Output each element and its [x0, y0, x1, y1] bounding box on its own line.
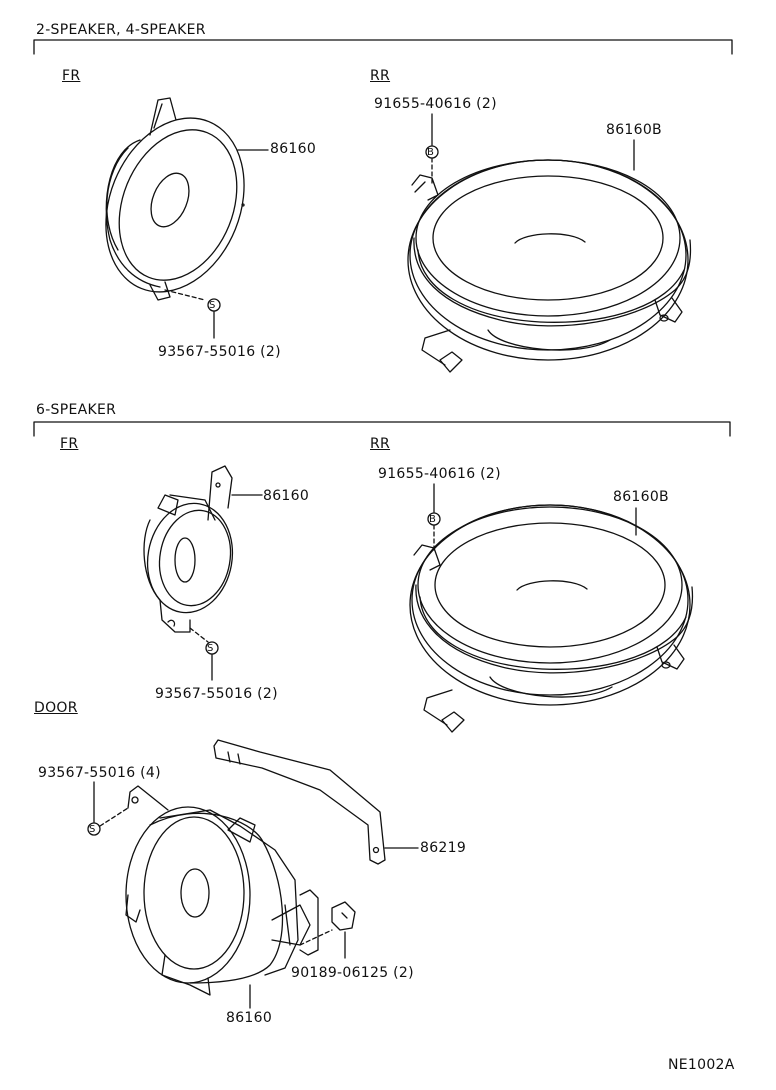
fr-speaker-top-leaders — [207, 149, 269, 339]
screw-symbol-fr-top: S — [209, 300, 216, 311]
part-number-fr-screw-top: 93567-55016 (2) — [158, 344, 281, 360]
part-number-rr-speaker-middle: 86160B — [613, 489, 669, 505]
label-rr-top: RR — [370, 68, 391, 84]
section-title-6-speaker: 6-SPEAKER — [36, 402, 117, 418]
label-fr-top: FR — [62, 68, 81, 84]
part-number-door-speaker: 86160 — [226, 1010, 273, 1026]
part-number-door-clip: 90189-06125 (2) — [291, 965, 414, 981]
screw-symbol-door: S — [89, 824, 96, 835]
part-number-fr-screw-middle: 93567-55016 (2) — [155, 686, 278, 702]
part-number-door-bracket: 86219 — [420, 840, 467, 856]
rr-speaker-middle-drawing — [409, 504, 694, 733]
figure-code: NE1002A — [668, 1057, 735, 1073]
rr-speaker-top-drawing — [407, 159, 692, 373]
section-bracket-top — [33, 39, 733, 55]
door-bracket-drawing — [213, 739, 386, 865]
door-speaker-drawing — [125, 785, 356, 996]
part-number-fr-speaker-middle: 86160 — [263, 488, 310, 504]
part-number-fr-speaker-top: 86160 — [270, 141, 317, 157]
rr-speaker-top-leaders — [425, 113, 635, 186]
part-number-door-screw: 93567-55016 (4) — [38, 765, 161, 781]
section-bracket-middle — [33, 421, 731, 437]
rr-speaker-middle-leaders — [427, 483, 637, 553]
part-number-rr-bolt-middle: 91655-40616 (2) — [378, 466, 501, 482]
bolt-symbol-rr-top: B — [427, 147, 435, 158]
part-number-rr-speaker-top: 86160B — [606, 122, 662, 138]
label-fr-middle: FR — [60, 436, 79, 452]
screw-symbol-fr-middle: S — [207, 643, 214, 654]
label-rr-middle: RR — [370, 436, 391, 452]
bolt-symbol-rr-middle: B — [429, 514, 437, 525]
fr-speaker-middle-drawing — [143, 465, 234, 633]
label-door: DOOR — [34, 700, 78, 716]
door-leaders — [87, 781, 419, 1009]
part-number-rr-bolt-top: 91655-40616 (2) — [374, 96, 497, 112]
section-title-2-4-speaker: 2-SPEAKER, 4-SPEAKER — [36, 22, 206, 38]
fr-speaker-top-drawing — [105, 97, 245, 301]
fr-speaker-middle-leaders — [189, 494, 263, 681]
